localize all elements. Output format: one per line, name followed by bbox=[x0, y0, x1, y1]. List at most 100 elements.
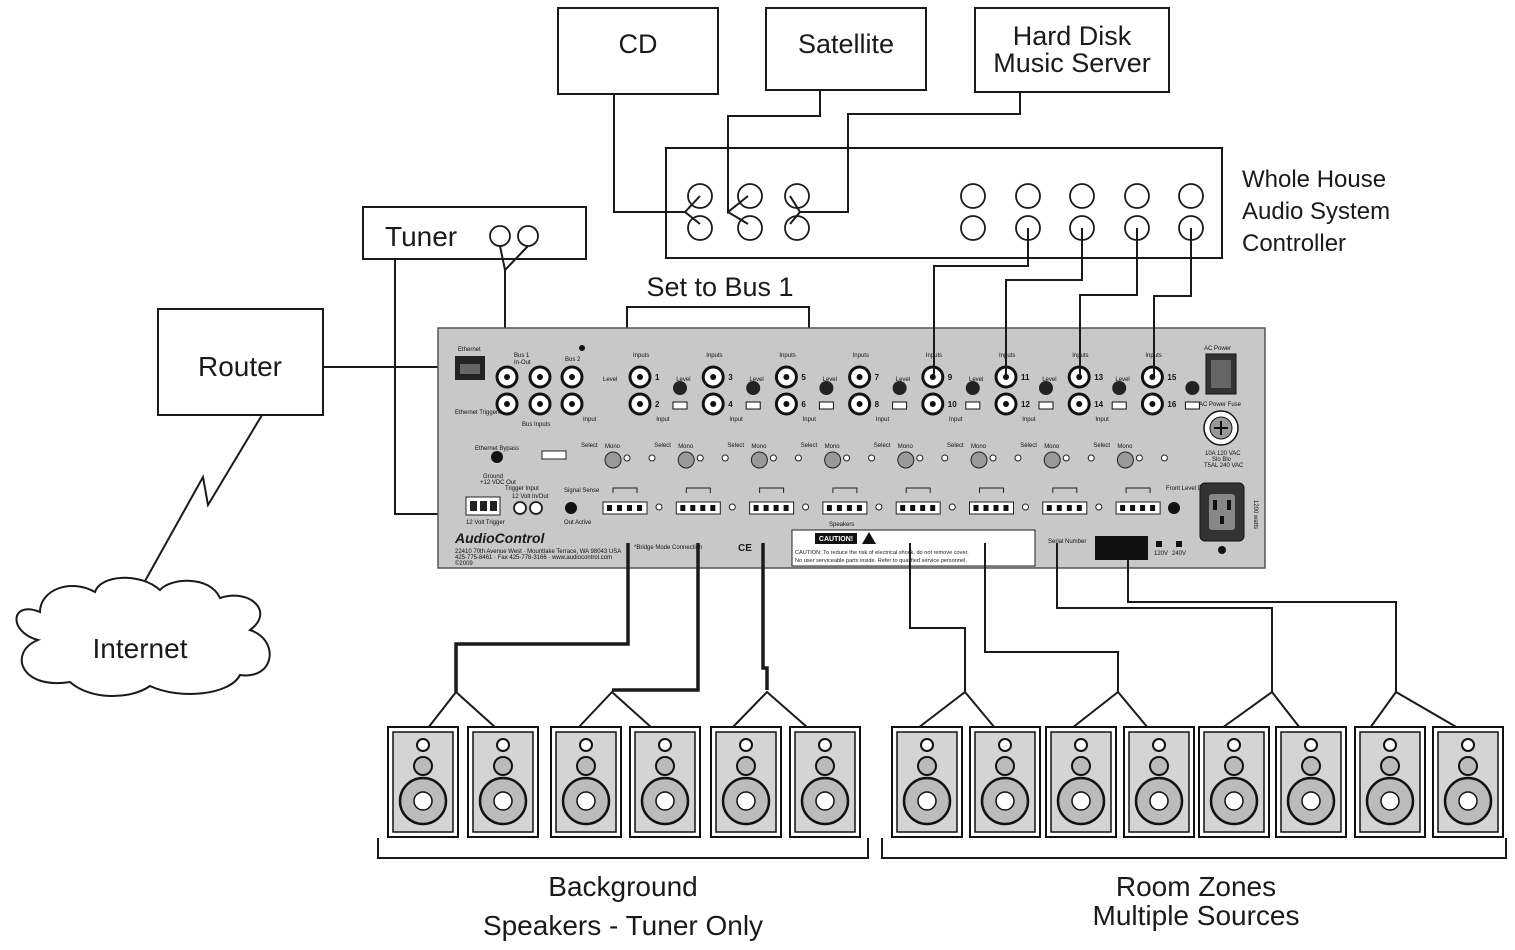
input-label: Input bbox=[1095, 417, 1109, 423]
select-label: Select bbox=[801, 443, 818, 449]
input-number-label: 2 bbox=[655, 400, 660, 409]
mode-switch-icon[interactable] bbox=[541, 450, 567, 460]
input-switch-icon[interactable] bbox=[672, 401, 688, 410]
level-knob-icon[interactable] bbox=[1112, 381, 1127, 395]
select-knob-icon[interactable] bbox=[1116, 451, 1134, 469]
controller-source-jack-icon[interactable] bbox=[784, 215, 810, 241]
input-switch-icon[interactable] bbox=[818, 401, 834, 410]
speaker-terminal-block-icon[interactable] bbox=[1115, 501, 1161, 515]
level-knob-icon[interactable] bbox=[892, 381, 907, 395]
caution-line1: CAUTION: To reduce the risk of electrica… bbox=[795, 550, 969, 556]
trigger-jack-1-icon[interactable] bbox=[513, 501, 527, 515]
ethernet-label: Ethernet bbox=[458, 347, 481, 353]
ground-label: Ground bbox=[483, 474, 503, 480]
ce-mark: CE bbox=[738, 543, 752, 554]
level-knob-icon[interactable] bbox=[965, 381, 980, 395]
controller-source-jack-icon[interactable] bbox=[784, 183, 810, 209]
speaker-terminal-block-icon[interactable] bbox=[602, 501, 648, 515]
internet-label: Internet bbox=[93, 633, 188, 664]
controller-zone-jack-icon[interactable] bbox=[960, 183, 986, 209]
signal-sense-knob-icon[interactable] bbox=[565, 502, 577, 514]
speaker-terminal-block-icon[interactable] bbox=[822, 501, 868, 515]
tuner-jack-right-icon bbox=[517, 225, 539, 247]
input-label: Input bbox=[803, 417, 817, 423]
controller-zone-jack-icon[interactable] bbox=[1069, 183, 1095, 209]
fuse-spec-line1: 10A 120 VAC bbox=[1205, 451, 1241, 457]
vdc-out-label: +12 VDC Out bbox=[480, 480, 516, 486]
trigger-jack-2-icon[interactable] bbox=[529, 501, 543, 515]
input-switch-icon[interactable] bbox=[1038, 401, 1054, 410]
source-wires bbox=[613, 90, 1021, 225]
serial-number-plate bbox=[1095, 536, 1148, 560]
phone-text: 425-775-8461 · Fax 425-778-3166 · www.au… bbox=[455, 555, 612, 561]
level-knob-icon[interactable] bbox=[1185, 381, 1200, 395]
input-number-label: 4 bbox=[728, 400, 733, 409]
speaker-terminal-block-icon[interactable] bbox=[895, 501, 941, 515]
input-switch-icon[interactable] bbox=[1184, 401, 1200, 410]
front-display-switch-icon[interactable] bbox=[1168, 502, 1180, 514]
input-number-label: 14 bbox=[1094, 400, 1103, 409]
select-knob-icon[interactable] bbox=[970, 451, 988, 469]
level-label: Level bbox=[823, 377, 837, 383]
controller-zone-jack-icon[interactable] bbox=[1178, 183, 1204, 209]
input-switch-icon[interactable] bbox=[745, 401, 761, 410]
background-label-line2: Speakers - Tuner Only bbox=[483, 910, 763, 941]
copyright-text: ©2009 bbox=[455, 560, 473, 567]
satellite-box: Satellite bbox=[765, 7, 927, 91]
select-knob-icon[interactable] bbox=[824, 451, 842, 469]
trigger-input-label: Trigger Input bbox=[505, 486, 539, 492]
ethernet-bypass-button-icon[interactable] bbox=[491, 451, 503, 463]
input-number-label: 1 bbox=[655, 373, 660, 382]
level-label: Level bbox=[603, 377, 617, 383]
controller-source-jack-icon[interactable] bbox=[687, 215, 713, 241]
input-switch-icon[interactable] bbox=[965, 401, 981, 410]
select-knob-icon[interactable] bbox=[1043, 451, 1061, 469]
mono-label: Mono bbox=[825, 444, 841, 450]
level-knob-icon[interactable] bbox=[673, 381, 687, 395]
level-knob-icon[interactable] bbox=[746, 381, 761, 395]
set-to-bus-bracket: Set to Bus 1 bbox=[626, 272, 810, 355]
select-label: Select bbox=[947, 443, 964, 449]
select-knob-icon[interactable] bbox=[604, 451, 622, 469]
room-zones-label-line1: Room Zones bbox=[1116, 871, 1276, 902]
controller-zone-jack-icon[interactable] bbox=[1124, 183, 1150, 209]
controller-label-line2: Audio System bbox=[1242, 198, 1390, 225]
speaker-terminal-block-icon[interactable] bbox=[675, 501, 721, 515]
speaker-terminal-block-icon[interactable] bbox=[749, 501, 795, 515]
cd-box: CD bbox=[557, 7, 719, 95]
controller-zone-jack-icon[interactable] bbox=[960, 215, 986, 241]
bus2-label: Bus 2 bbox=[565, 357, 581, 363]
select-knob-icon[interactable] bbox=[897, 451, 915, 469]
bus-inputs-label: Bus Inputs bbox=[522, 422, 550, 428]
select-knob-icon[interactable] bbox=[677, 451, 695, 469]
mono-label: Mono bbox=[898, 444, 914, 450]
mono-label: Mono bbox=[605, 444, 621, 450]
bus1-sub-label: In-Out bbox=[514, 360, 531, 366]
speaker-terminal-block-icon[interactable] bbox=[969, 501, 1014, 515]
level-label: Level bbox=[676, 377, 690, 383]
ac-fuse-label: AC Power Fuse bbox=[1199, 402, 1242, 408]
input-number-label: 7 bbox=[875, 373, 880, 382]
input-switch-icon[interactable] bbox=[1111, 401, 1127, 410]
warning-triangle-icon bbox=[862, 532, 876, 544]
input-label: Input bbox=[876, 417, 890, 423]
internet-cloud-icon: Internet bbox=[15, 576, 271, 697]
speaker-splits bbox=[427, 690, 1459, 729]
speaker-terminal-blocks: Speakers bbox=[602, 487, 1176, 528]
fuse-spec-line2: Slo Blo bbox=[1212, 457, 1232, 463]
set-to-bus-label: Set to Bus 1 bbox=[646, 272, 793, 302]
hard-disk-label-line1: Hard Disk bbox=[1013, 21, 1132, 51]
controller-label-line1: Whole House bbox=[1242, 166, 1386, 193]
input-switch-icon[interactable] bbox=[892, 401, 908, 410]
speaker-terminal-block-icon[interactable] bbox=[1042, 501, 1088, 515]
controller-zone-jack-icon[interactable] bbox=[1015, 183, 1041, 209]
controller-source-jack-icon[interactable] bbox=[737, 183, 763, 209]
mono-label: Mono bbox=[1117, 444, 1133, 450]
select-knob-icon[interactable] bbox=[750, 451, 768, 469]
level-knob-icon[interactable] bbox=[819, 381, 834, 395]
level-knob-icon[interactable] bbox=[1039, 381, 1053, 395]
input-number-label: 5 bbox=[801, 373, 806, 382]
ethernet-bypass-label: Ethernet Bypass bbox=[475, 446, 519, 452]
address-text: 22410 70th Avenue West · Mountlake Terra… bbox=[455, 549, 621, 555]
voltage-120-label: 120V bbox=[1154, 551, 1168, 557]
